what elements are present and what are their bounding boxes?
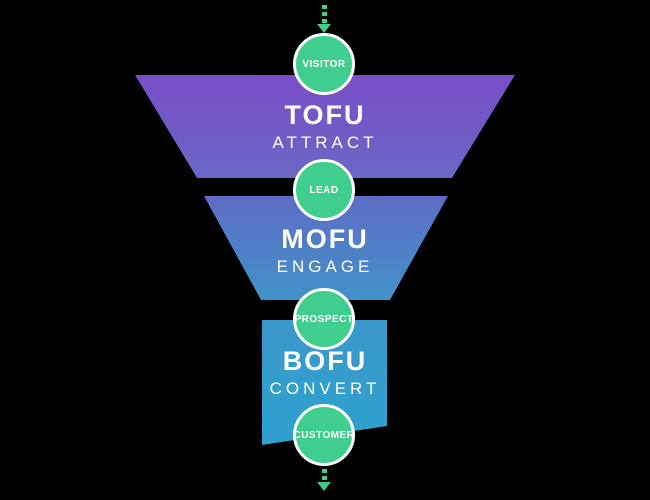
inflow-arrow-dash	[322, 5, 327, 9]
milestone-visitor-badge: VISITOR	[293, 33, 355, 95]
outflow-arrow-dash	[322, 469, 327, 473]
milestone-prospect-label: PROSPECT	[294, 313, 354, 325]
mofu-title: MOFU	[281, 224, 369, 254]
outflow-arrow-dash	[322, 476, 327, 480]
milestone-visitor-label: VISITOR	[302, 58, 346, 70]
milestone-lead-label: LEAD	[309, 184, 339, 196]
inflow-down-arrow-icon	[317, 24, 331, 33]
outflow-down-arrow-icon	[317, 482, 331, 491]
milestone-customer-badge: CUSTOMER	[293, 404, 355, 466]
tofu-subtitle: ATTRACT	[272, 132, 378, 152]
tofu-stage-text: TOFU ATTRACT	[0, 100, 650, 153]
milestone-lead-badge: LEAD	[293, 159, 355, 221]
bofu-title: BOFU	[282, 346, 368, 376]
inflow-arrow-dash	[322, 12, 327, 16]
bofu-subtitle: CONVERT	[269, 378, 381, 398]
milestone-prospect-badge: PROSPECT	[293, 288, 355, 350]
mofu-stage-text: MOFU ENGAGE	[0, 224, 650, 277]
inflow-arrow-dash	[322, 19, 327, 23]
mofu-subtitle: ENGAGE	[276, 256, 374, 276]
bofu-stage-text: BOFU CONVERT	[0, 346, 650, 399]
tofu-title: TOFU	[284, 100, 366, 130]
milestone-customer-label: CUSTOMER	[293, 429, 355, 441]
